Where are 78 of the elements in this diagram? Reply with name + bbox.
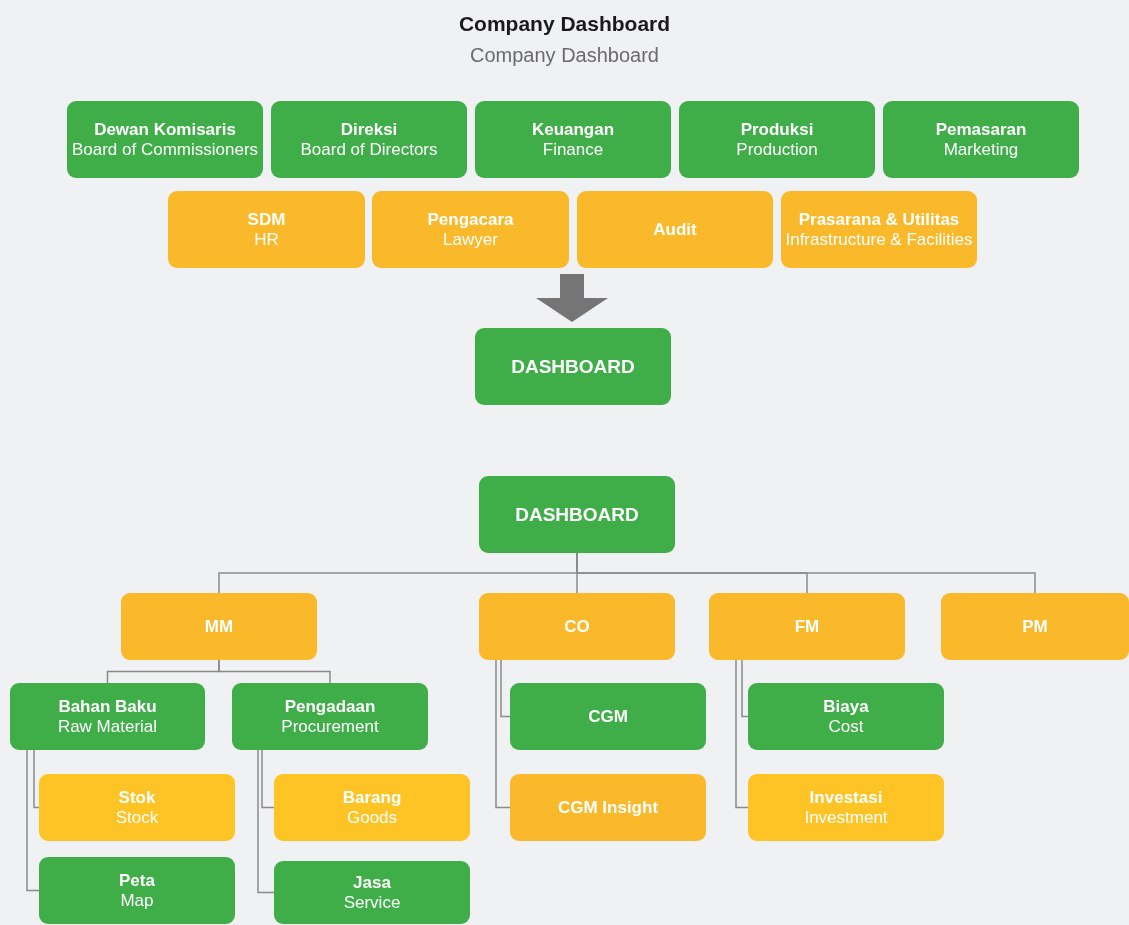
org-box [39, 857, 235, 924]
box-title: PM [1022, 616, 1048, 637]
connector-line [735, 659, 749, 809]
connector-line [33, 749, 40, 809]
org-box [475, 328, 671, 405]
org-box [709, 593, 905, 660]
title: Company Dashboard [458, 11, 671, 37]
connector-line [495, 659, 511, 809]
org-box [372, 191, 569, 268]
block-arrow [536, 274, 608, 322]
connector-line [500, 659, 511, 718]
box-title: CO [564, 616, 590, 637]
org-box [39, 774, 235, 841]
box-title: Investasi [809, 787, 883, 808]
connector-line [26, 749, 40, 892]
box-subtitle: Service [343, 892, 401, 913]
subtitle: Company Dashboard [470, 43, 659, 68]
org-box [941, 593, 1129, 660]
org-box [510, 774, 706, 841]
box-subtitle: Finance [542, 139, 604, 160]
org-box [168, 191, 365, 268]
org-box [475, 101, 671, 178]
box-title: DASHBOARD [515, 504, 639, 525]
box-title: Barang [342, 787, 402, 808]
org-box [10, 683, 205, 750]
box-title: MM [204, 616, 234, 637]
org-box [883, 101, 1079, 178]
box-title: Keuangan [531, 119, 615, 140]
box-subtitle: Raw Material [57, 716, 158, 737]
connector-line [741, 659, 749, 718]
box-subtitle: Production [736, 139, 818, 160]
box-subtitle: Goods [346, 807, 398, 828]
box-title: Stok [118, 787, 156, 808]
box-subtitle: Lawyer [443, 229, 498, 250]
box-title: Biaya [823, 696, 869, 717]
org-box [748, 683, 944, 750]
org-box [271, 101, 467, 178]
org-box [121, 593, 317, 660]
box-title: Direksi [340, 119, 398, 140]
org-box [577, 191, 773, 268]
org-box [479, 476, 675, 553]
box-subtitle: Board of Directors [300, 139, 438, 160]
box-title: Produksi [740, 119, 814, 140]
org-box [510, 683, 706, 750]
box-title: Jasa [353, 872, 391, 893]
org-box [781, 191, 977, 268]
box-title: Prasarana & Utilitas [798, 209, 960, 230]
box-subtitle: Marketing [943, 139, 1019, 160]
connector-line [261, 749, 275, 809]
box-title: CGM [588, 706, 628, 727]
box-title: SDM [247, 209, 286, 230]
org-box [232, 683, 428, 750]
box-subtitle: Board of Commissioners [71, 139, 259, 160]
org-box [679, 101, 875, 178]
box-subtitle: Infrastructure & Facilities [785, 229, 973, 250]
connector-line [218, 659, 331, 684]
box-subtitle: Stock [115, 807, 159, 828]
box-title: Peta [119, 870, 155, 891]
org-box [274, 774, 470, 841]
box-title: Pengadaan [284, 696, 376, 717]
box-subtitle: Cost [828, 716, 864, 737]
box-subtitle: HR [254, 229, 279, 250]
box-title: Pengacara [427, 209, 514, 230]
connector-line [257, 749, 275, 894]
box-title: FM [794, 616, 820, 637]
box-title: DASHBOARD [511, 356, 635, 377]
box-title: Dewan Komisaris [94, 119, 236, 140]
org-box [748, 774, 944, 841]
box-subtitle: Map [120, 890, 154, 911]
org-box [67, 101, 263, 178]
box-title: Pemasaran [935, 119, 1027, 140]
box-title: CGM Insight [557, 797, 659, 818]
box-title: Audit [653, 219, 697, 240]
org-box [274, 861, 470, 924]
box-subtitle: Procurement [281, 716, 379, 737]
org-box [479, 593, 675, 660]
box-title: Bahan Baku [58, 696, 157, 717]
box-subtitle: Investment [804, 807, 888, 828]
